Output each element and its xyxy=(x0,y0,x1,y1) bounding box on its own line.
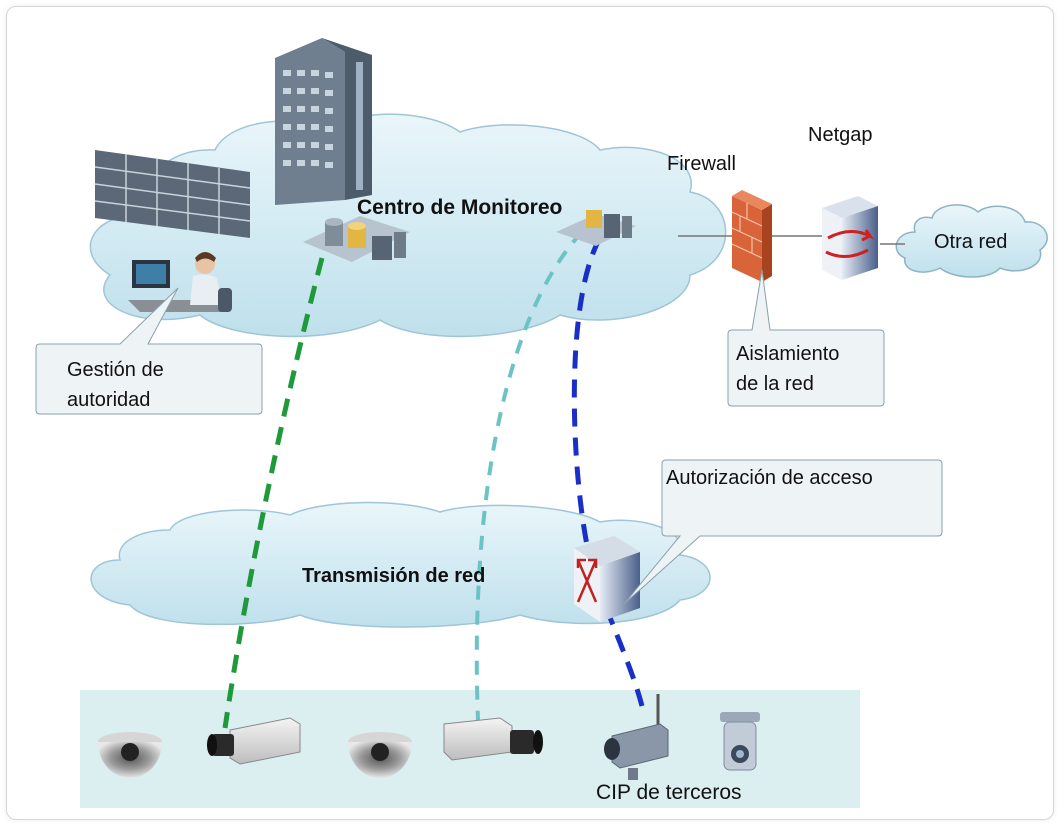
router-switch-icon xyxy=(574,536,640,622)
isolation-callout xyxy=(727,269,885,407)
authority-callout xyxy=(35,287,263,415)
box-camera-icon xyxy=(207,717,301,765)
network-transmission-label: Transmisión de red xyxy=(302,565,486,587)
other-network-cloud xyxy=(895,204,1048,278)
box-camera-icon xyxy=(443,717,543,761)
server-rack-icon xyxy=(556,210,636,246)
operator-workstation-icon xyxy=(128,252,232,312)
monitoring-center-label: Centro de Monitoreo xyxy=(357,196,563,219)
isolation-label-line1: Aislamiento xyxy=(736,343,840,365)
ip-camera-icon xyxy=(604,694,669,780)
dome-camera-icon xyxy=(98,732,162,778)
building-icon xyxy=(275,38,372,205)
isolation-label-line2: de la red xyxy=(736,373,814,395)
authority-label-line2: autoridad xyxy=(67,389,151,411)
transmission-cloud xyxy=(90,501,711,628)
server-rack-icon xyxy=(303,216,410,262)
video-wall-icon xyxy=(94,150,251,238)
dome-camera-icon xyxy=(348,732,412,778)
green-link-line xyxy=(222,257,325,729)
access-auth-label: Autorización de acceso xyxy=(666,467,873,489)
authority-label-line1: Gestión de xyxy=(67,359,164,381)
firewall-icon xyxy=(731,190,772,282)
access-callout xyxy=(623,459,943,605)
third-party-cip-label: CIP de terceros xyxy=(596,781,742,804)
ptz-camera-icon xyxy=(720,712,760,771)
blue-link-line xyxy=(571,236,645,707)
other-network-label: Otra red xyxy=(934,231,1008,253)
firewall-label: Firewall xyxy=(667,153,736,175)
netgap-label: Netgap xyxy=(808,124,873,146)
netgap-icon xyxy=(822,196,878,280)
teal-link-line xyxy=(474,230,584,721)
